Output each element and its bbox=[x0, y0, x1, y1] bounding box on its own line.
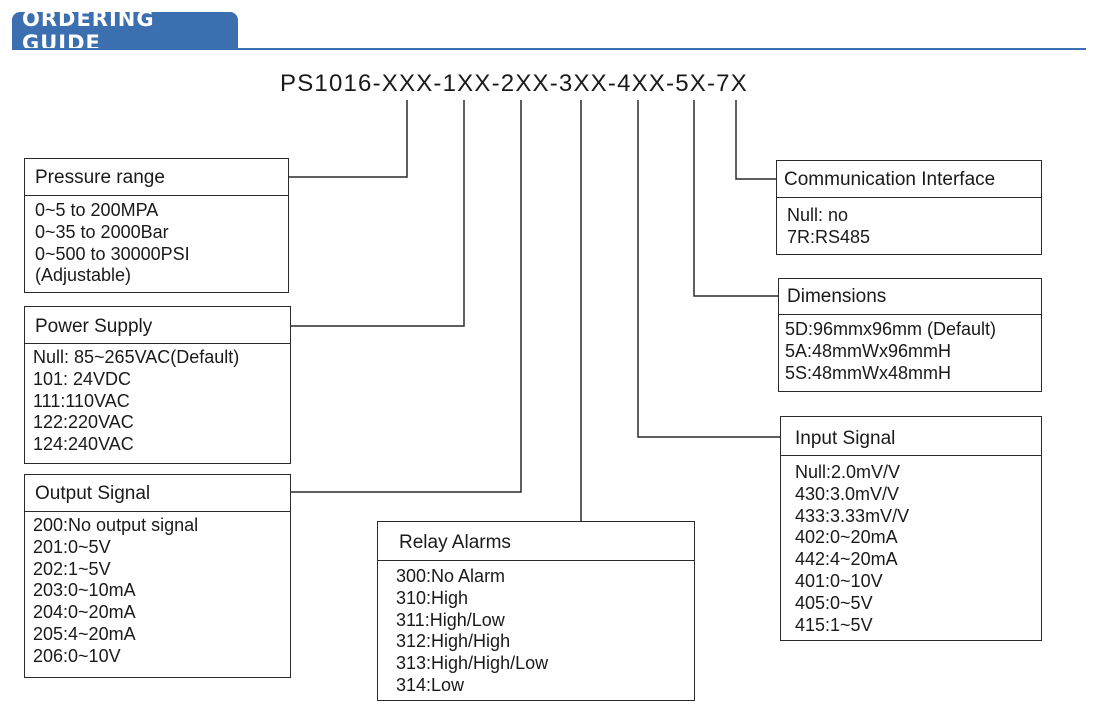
output-signal-title: Output Signal bbox=[35, 483, 151, 504]
connector-communication-interface bbox=[735, 100, 776, 180]
power-supply-options-box: Null: 85~265VAC(Default) 101: 24VDC 111:… bbox=[24, 343, 291, 464]
option-item: 202:1~5V bbox=[33, 558, 111, 579]
relay-alarms-title-box: Relay Alarms bbox=[377, 521, 695, 561]
option-item: 313:High/High/Low bbox=[396, 653, 549, 674]
option-item: 415:1~5V bbox=[795, 614, 873, 635]
input-signal-title: Input Signal bbox=[795, 428, 896, 449]
option-item: 122:220VAC bbox=[33, 412, 134, 433]
connector-pressure-range bbox=[288, 100, 408, 178]
ordering-guide-header: ORDERING GUIDE bbox=[12, 7, 238, 55]
option-item: 310:High bbox=[396, 587, 469, 608]
relay-alarms-title: Relay Alarms bbox=[399, 532, 511, 553]
power-supply-title: Power Supply bbox=[35, 316, 153, 337]
option-item: 312:High/High bbox=[396, 631, 511, 652]
option-item: 433:3.33mV/V bbox=[795, 505, 910, 526]
option-item: 314:Low bbox=[396, 674, 465, 695]
relay-alarms-options: 300:No Alarm 310:High 311:High/Low 312:H… bbox=[396, 566, 548, 697]
option-item: 430:3.0mV/V bbox=[795, 483, 900, 504]
option-item: 405:0~5V bbox=[795, 592, 873, 613]
option-item: (Adjustable) bbox=[35, 265, 132, 286]
connector-input-signal bbox=[637, 100, 780, 438]
pressure-range-options: 0~5 to 200MPA 0~35 to 2000Bar 0~500 to 3… bbox=[35, 200, 190, 287]
option-item: 0~500 to 30000PSI bbox=[35, 243, 190, 264]
dimensions-options-box: 5D:96mmx96mm (Default) 5A:48mmWx96mmH 5S… bbox=[778, 314, 1042, 392]
dimensions-title: Dimensions bbox=[787, 286, 887, 307]
option-item: 5D:96mmx96mm (Default) bbox=[785, 319, 997, 339]
pressure-range-title-box: Pressure range bbox=[24, 158, 289, 196]
connector-output-signal bbox=[290, 100, 522, 493]
input-signal-options: Null:2.0mV/V 430:3.0mV/V 433:3.33mV/V 40… bbox=[795, 462, 909, 636]
power-supply-title-box: Power Supply bbox=[24, 306, 291, 344]
dimensions-options: 5D:96mmx96mm (Default) 5A:48mmWx96mmH 5S… bbox=[785, 319, 996, 384]
connector-power-supply bbox=[290, 100, 465, 327]
option-item: 5S:48mmWx48mmH bbox=[785, 362, 952, 383]
option-item: 200:No output signal bbox=[33, 515, 199, 535]
input-signal-options-box: Null:2.0mV/V 430:3.0mV/V 433:3.33mV/V 40… bbox=[780, 455, 1042, 641]
dimensions-title-box: Dimensions bbox=[778, 278, 1042, 315]
option-item: 111:110VAC bbox=[33, 390, 130, 411]
model-code: PS1016-XXX-1XX-2XX-3XX-4XX-5X-7X bbox=[280, 70, 748, 97]
input-signal-title-box: Input Signal bbox=[780, 416, 1042, 456]
relay-alarms-options-box: 300:No Alarm 310:High 311:High/Low 312:H… bbox=[377, 560, 695, 701]
connector-dimensions bbox=[693, 100, 778, 297]
option-item: Null: 85~265VAC(Default) bbox=[33, 347, 240, 367]
option-item: 311:High/Low bbox=[396, 609, 505, 630]
option-item: 205:4~20mA bbox=[33, 623, 136, 644]
header-title: ORDERING GUIDE bbox=[22, 6, 155, 55]
option-item: Null: no bbox=[787, 205, 849, 225]
communication-interface-title: Communication Interface bbox=[784, 169, 996, 190]
option-item: 300:No Alarm bbox=[396, 566, 506, 586]
power-supply-options: Null: 85~265VAC(Default) 101: 24VDC 111:… bbox=[33, 347, 239, 456]
option-item: 0~35 to 2000Bar bbox=[35, 221, 169, 242]
pressure-range-options-box: 0~5 to 200MPA 0~35 to 2000Bar 0~500 to 3… bbox=[24, 195, 289, 293]
option-item: 402:0~20mA bbox=[795, 527, 898, 548]
option-item: Null:2.0mV/V bbox=[795, 462, 901, 482]
option-item: 124:240VAC bbox=[33, 434, 134, 455]
pressure-range-title: Pressure range bbox=[35, 167, 165, 188]
option-item: 204:0~20mA bbox=[33, 602, 136, 623]
option-item: 0~5 to 200MPA bbox=[35, 200, 159, 220]
output-signal-options-box: 200:No output signal 201:0~5V 202:1~5V 2… bbox=[24, 511, 291, 678]
option-item: 201:0~5V bbox=[33, 536, 111, 557]
option-item: 5A:48mmWx96mmH bbox=[785, 340, 952, 361]
option-item: 401:0~10V bbox=[795, 570, 883, 591]
communication-interface-options: Null: no 7R:RS485 bbox=[787, 205, 870, 249]
output-signal-title-box: Output Signal bbox=[24, 474, 291, 512]
option-item: 206:0~10V bbox=[33, 645, 121, 666]
option-item: 7R:RS485 bbox=[787, 226, 871, 247]
output-signal-options: 200:No output signal 201:0~5V 202:1~5V 2… bbox=[33, 515, 198, 668]
option-item: 203:0~10mA bbox=[33, 580, 136, 601]
header-divider bbox=[12, 48, 1086, 50]
communication-interface-title-box: Communication Interface bbox=[776, 160, 1042, 198]
communication-interface-options-box: Null: no 7R:RS485 bbox=[776, 197, 1042, 255]
option-item: 442:4~20mA bbox=[795, 549, 898, 570]
option-item: 101: 24VDC bbox=[33, 368, 132, 389]
